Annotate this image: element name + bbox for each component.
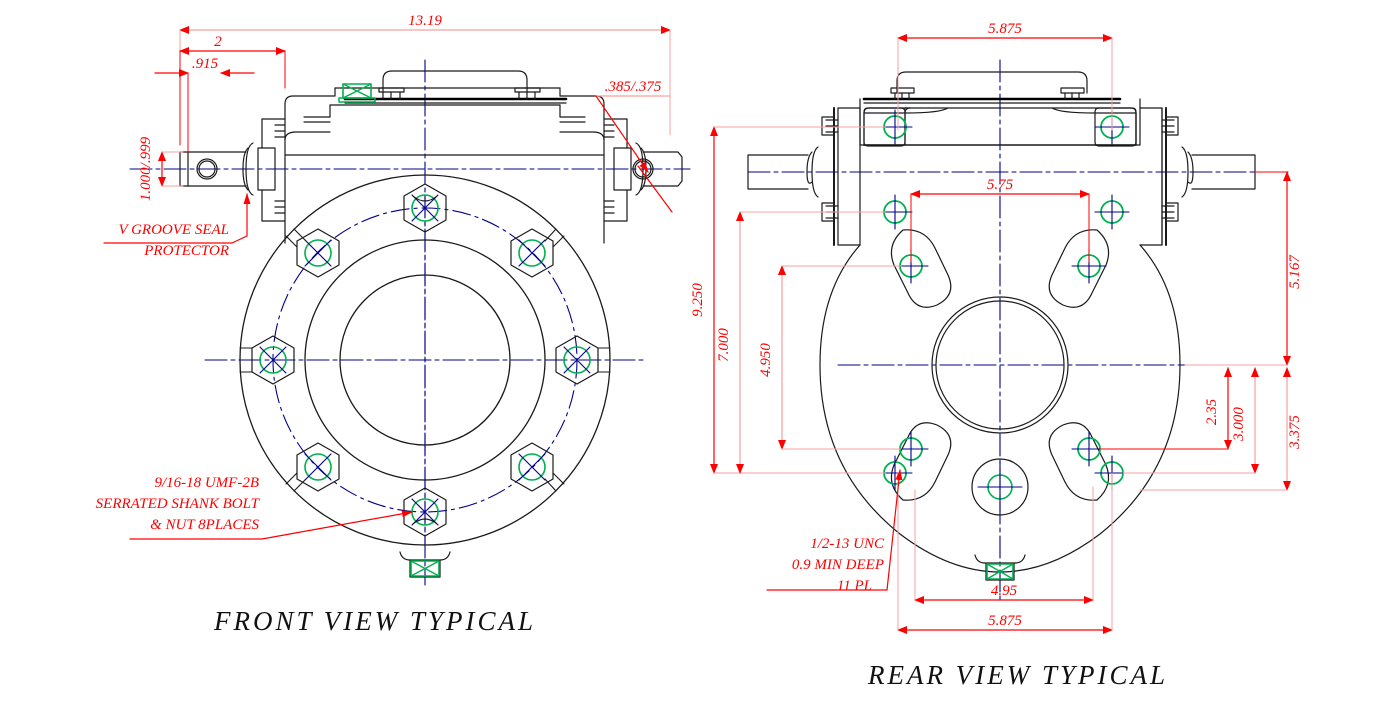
rear-view-holes xyxy=(877,109,1130,513)
front-view-dimensions: 13.19 2 .915 1.000/.999 .385/.375 xyxy=(138,13,673,213)
note-seal-line2: PROTECTOR xyxy=(143,243,229,259)
dim-overall-height: 9.250 xyxy=(690,283,706,317)
front-view-centerlines xyxy=(129,59,691,586)
front-view-bottom-fitting xyxy=(399,551,451,578)
rear-view-title: REAR VIEW TYPICAL xyxy=(867,660,1168,690)
dim-inner-height: 4.950 xyxy=(758,343,774,377)
note-bolt-line3: & NUT 8PLACES xyxy=(150,517,259,533)
dim-mid-offset: 3.000 xyxy=(1231,407,1247,442)
dim-bottom-inner-width: 4.95 xyxy=(991,583,1018,599)
dim-mid-width: 5.75 xyxy=(987,177,1014,193)
hex-bolt xyxy=(296,442,340,492)
rear-view-group: 5.875 5.75 9.250 7.000 4.950 5.167 xyxy=(690,21,1303,690)
rear-view-centerlines xyxy=(747,59,1291,601)
hex-bolt xyxy=(296,228,340,278)
front-view-bolt-set xyxy=(251,183,599,537)
rear-view-mount-pads xyxy=(890,229,1110,501)
note-bolt-line2: SERRATED SHANK BOLT xyxy=(96,496,261,512)
front-view-flange-notches xyxy=(239,195,611,525)
front-view-top-fitting xyxy=(338,83,376,103)
rear-view-notes: 1/2-13 UNC 0.9 MIN DEEP 11 PL xyxy=(766,469,903,594)
hex-bolt xyxy=(510,442,554,492)
hex-bolt xyxy=(510,228,554,278)
dim-overall-length: 13.19 xyxy=(408,13,442,29)
dim-shaft-diameter: 1.000/.999 xyxy=(138,136,154,201)
hex-bolt xyxy=(251,335,295,385)
note-tap-line2: 0.9 MIN DEEP xyxy=(792,557,884,573)
note-bolt-line1: 9/16-18 UMF-2B xyxy=(154,475,259,491)
note-tap-line1: 1/2-13 UNC xyxy=(810,536,885,552)
mount-hole xyxy=(1094,194,1130,230)
front-view-group: 13.19 2 .915 1.000/.999 .385/.375 xyxy=(96,13,691,636)
dim-right-upper: 5.167 xyxy=(1287,254,1303,289)
dim-cross-hole: .385/.375 xyxy=(605,79,662,95)
note-tap-line3: 11 PL xyxy=(837,578,872,594)
dim-lower-height: 3.375 xyxy=(1287,415,1303,450)
front-view-notes: V GROOVE SEAL PROTECTOR 9/16-18 UMF-2B S… xyxy=(96,193,413,540)
hex-bolt xyxy=(403,487,447,537)
dim-step-width: .915 xyxy=(192,56,219,72)
front-view-flange xyxy=(239,174,611,546)
rear-view-dimensions: 5.875 5.75 9.250 7.000 4.950 5.167 xyxy=(690,21,1303,634)
front-view-housing xyxy=(179,70,683,244)
dim-upper-height: 7.000 xyxy=(716,328,732,362)
front-view-title: FRONT VIEW TYPICAL xyxy=(213,606,536,636)
note-seal-line1: V GROOVE SEAL xyxy=(118,222,229,238)
hex-bolt xyxy=(403,183,447,233)
dim-top-width: 5.875 xyxy=(988,21,1022,37)
dim-bottom-outer-width: 5.875 xyxy=(988,613,1022,629)
rear-view-housing xyxy=(747,71,1256,581)
dim-shoulder-offset: 2 xyxy=(214,34,222,50)
dim-small-offset: 2.35 xyxy=(1204,398,1220,425)
